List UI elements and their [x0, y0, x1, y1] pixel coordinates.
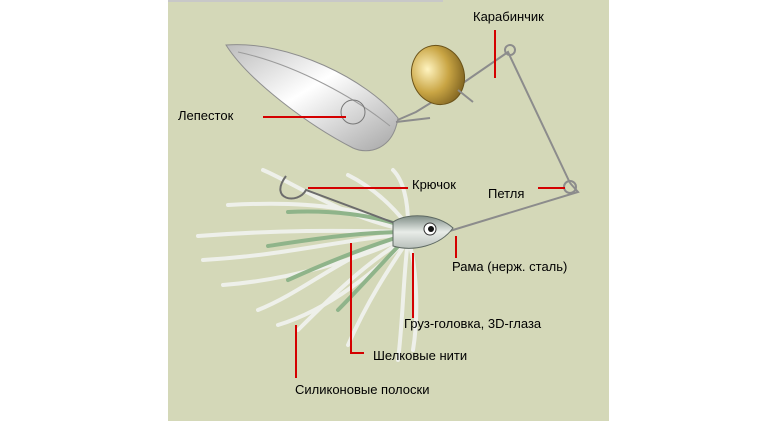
leader-silk — [350, 243, 364, 354]
label-hook: Крючок — [412, 177, 456, 192]
leader-lines — [263, 30, 565, 378]
skirt-silicone — [196, 168, 419, 362]
spinnerbait-illustration — [196, 30, 580, 378]
label-head: Груз-головка, 3D-глаза — [404, 316, 542, 331]
label-frame: Рама (нерж. сталь) — [452, 259, 568, 274]
snap — [504, 44, 516, 56]
blade-gold — [411, 44, 474, 106]
top-divider — [168, 0, 443, 2]
blade-silver — [225, 44, 431, 152]
label-snap: Карабинчик — [473, 9, 544, 24]
label-silk: Шелковые нити — [373, 348, 468, 363]
label-silicone: Силиконовые полоски — [295, 382, 430, 397]
lead-head — [392, 215, 454, 249]
diagram-background — [168, 0, 609, 421]
hook — [279, 175, 409, 229]
label-blade: Лепесток — [178, 108, 234, 123]
label-loop: Петля — [488, 186, 525, 201]
